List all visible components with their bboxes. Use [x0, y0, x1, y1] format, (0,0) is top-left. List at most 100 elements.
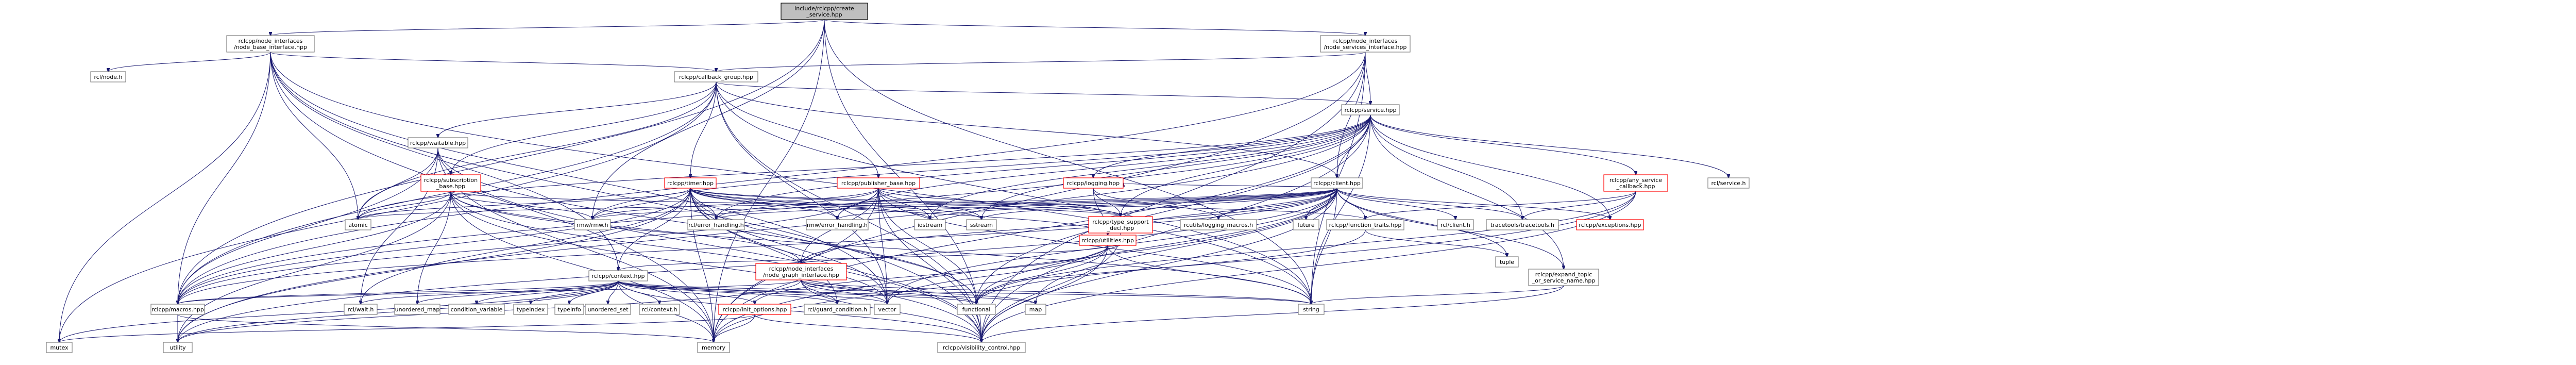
- node-box-map: [1025, 304, 1046, 315]
- node-client[interactable]: rclcpp/client.hpp: [1311, 177, 1363, 189]
- node-macros[interactable]: rclcpp/macros.hpp: [150, 304, 205, 315]
- node-anysvc[interactable]: rclcpp/any_service_callback.hpp: [1603, 174, 1668, 192]
- edge-functraits-to-functional: [976, 229, 1366, 304]
- edge-timer-to-vector: [690, 188, 887, 304]
- node-label-ngi: /node_graph_interface.hpp: [763, 272, 839, 278]
- node-nsi[interactable]: rclcpp/node_interfaces/node_services_int…: [1320, 35, 1411, 53]
- edge-cbg-to-visibility: [716, 81, 981, 342]
- node-memory: memory: [697, 342, 730, 353]
- node-nbi[interactable]: rclcpp/node_interfaces/node_base_interfa…: [226, 35, 315, 53]
- node-service[interactable]: rclcpp/service.hpp: [1341, 104, 1400, 115]
- edge-service-to-visibility: [981, 114, 1371, 342]
- edge-utilities-to-initoptions: [755, 245, 1108, 304]
- edge-subscription-to-macros: [178, 191, 451, 304]
- edge-timer-to-utilities: [690, 188, 1108, 235]
- edge-cbg-to-timer: [690, 81, 717, 178]
- node-timer[interactable]: rclcpp/timer.hpp: [664, 177, 717, 189]
- node-visibility[interactable]: rclcpp/visibility_control.hpp: [937, 342, 1026, 353]
- edge-client-to-logging: [1123, 183, 1337, 189]
- node-box-tracetools: [1486, 219, 1559, 230]
- node-subscription[interactable]: rclcpp/subscription_base.hpp: [420, 174, 481, 192]
- node-label-initoptions: rclcpp/init_options.hpp: [723, 306, 787, 313]
- node-root[interactable]: include/rclcpp/create_service.hpp: [781, 3, 868, 20]
- node-pubbase[interactable]: rclcpp/publisher_base.hpp: [837, 177, 920, 189]
- node-typeindex: typeindex: [513, 304, 548, 315]
- node-functraits[interactable]: rclcpp/function_traits.hpp: [1326, 219, 1404, 230]
- node-label-rcl_node: rcl/node.h: [94, 74, 122, 80]
- node-box-root: [781, 3, 868, 20]
- edge-context-to-string: [618, 280, 1311, 304]
- edge-waitable-to-atomic: [358, 147, 438, 220]
- node-box-mutex: [46, 342, 73, 353]
- edge-nbi-to-atomic: [270, 52, 358, 220]
- node-typesupport[interactable]: rclcpp/type_support_decl.hpp: [1088, 216, 1153, 234]
- edge-context-to-macros: [178, 280, 619, 304]
- node-label-unordered_set: unordered_set: [587, 306, 629, 313]
- node-label-expand: _or_service_name.hpp: [1532, 277, 1596, 284]
- edge-pubbase-to-vector: [878, 188, 887, 304]
- edge-initoptions-to-memory: [714, 314, 755, 342]
- node-exceptions[interactable]: rclcpp/exceptions.hpp: [1576, 219, 1644, 230]
- edge-cbg-to-macros: [178, 81, 717, 304]
- node-cbg[interactable]: rclcpp/callback_group.hpp: [674, 71, 758, 82]
- node-logging[interactable]: rclcpp/logging.hpp: [1063, 177, 1124, 189]
- node-label-string: string: [1303, 306, 1319, 313]
- node-label-cbg: rclcpp/callback_group.hpp: [679, 74, 753, 80]
- node-label-rcl_context: rcl/context.h: [641, 306, 677, 313]
- node-box-string: [1298, 304, 1325, 315]
- node-label-exceptions: rclcpp/exceptions.hpp: [1579, 222, 1641, 228]
- edge-pubbase-to-iostream: [878, 188, 930, 220]
- node-functional: functional: [957, 304, 996, 315]
- node-guardcond: rcl/guard_condition.h: [804, 304, 871, 315]
- edge-timer-to-macros: [178, 188, 691, 304]
- edge-subscription-to-visibility: [450, 191, 981, 342]
- edge-context-to-map: [618, 280, 1036, 304]
- node-box-rcl_node: [90, 71, 126, 82]
- edge-pubbase-to-string: [878, 188, 1311, 304]
- node-label-nsi: rclcpp/node_interfaces: [1333, 38, 1398, 44]
- edge-cbg-to-string: [716, 81, 1311, 304]
- edge-context-to-rcl_wait: [361, 280, 619, 304]
- edge-service-to-exceptions: [1370, 114, 1610, 220]
- edge-nbi-to-mutex: [59, 52, 271, 342]
- edge-logging-to-typesupport: [1093, 188, 1121, 217]
- edge-timer-to-iostream: [690, 188, 930, 220]
- node-box-initoptions: [718, 304, 791, 315]
- node-tuple: tuple: [1495, 256, 1519, 268]
- edge-nsi-to-service: [1365, 52, 1370, 105]
- edge-client-to-vector: [887, 188, 1337, 304]
- edge-service-to-tracetools: [1370, 114, 1522, 220]
- edge-timer-to-functional: [690, 188, 976, 304]
- node-waitable[interactable]: rclcpp/waitable.hpp: [408, 137, 468, 148]
- node-utilities[interactable]: rclcpp/utilities.hpp: [1079, 235, 1137, 246]
- node-initoptions[interactable]: rclcpp/init_options.hpp: [718, 304, 791, 315]
- node-label-rcl_client: rcl/client.h: [1440, 222, 1470, 228]
- edge-nbi-to-visibility: [270, 52, 981, 342]
- edge-client-to-ngi: [801, 188, 1337, 263]
- edge-typesupport-to-visibility: [981, 233, 1121, 342]
- node-label-unordered_map: unordered_map: [395, 306, 440, 313]
- edge-client-to-atomic: [358, 188, 1337, 220]
- edge-timer-to-rmw_errh: [690, 188, 837, 220]
- node-label-rcl_errh: rcl/error_handling.h: [688, 222, 743, 228]
- edge-cbg-to-waitable: [438, 81, 717, 138]
- edge-service-to-expand: [1370, 114, 1564, 269]
- edge-initoptions-to-mutex: [59, 314, 755, 342]
- node-label-logging: rclcpp/logging.hpp: [1067, 180, 1120, 187]
- node-context[interactable]: rclcpp/context.hpp: [588, 270, 648, 281]
- edge-timer-to-atomic: [358, 188, 691, 220]
- edge-client-to-rcl_client: [1336, 188, 1455, 220]
- edge-pubbase-to-typesupport: [878, 188, 1121, 217]
- node-box-condvar: [448, 304, 505, 315]
- node-box-waitable: [408, 137, 468, 148]
- node-expand[interactable]: rclcpp/expand_topic_or_service_name.hpp: [1528, 269, 1599, 286]
- edge-service-to-macros: [178, 114, 1371, 304]
- edge-nbi-to-memory: [270, 52, 714, 342]
- node-box-nsi: [1320, 35, 1411, 53]
- edge-nsi-to-memory: [714, 52, 1366, 342]
- node-ngi[interactable]: rclcpp/node_interfaces/node_graph_interf…: [755, 263, 847, 280]
- node-condvar: condition_variable: [448, 304, 505, 315]
- node-label-sstream: sstream: [970, 222, 993, 228]
- node-label-rmw_rmw: rmw/rmw.h: [577, 222, 608, 228]
